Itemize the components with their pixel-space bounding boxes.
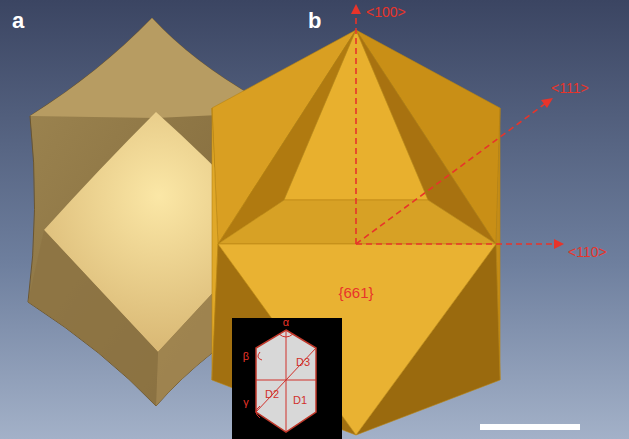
direction-label: <100> bbox=[366, 5, 406, 19]
arrow-heads bbox=[351, 4, 564, 249]
direction-label: <111> bbox=[551, 81, 589, 95]
direction-label: <110> bbox=[568, 245, 607, 259]
scale-bar bbox=[480, 424, 580, 430]
panel-letter: a bbox=[12, 10, 24, 32]
facet-label: {661} bbox=[338, 285, 373, 300]
angle-label: β bbox=[243, 351, 249, 362]
panel-letter: b bbox=[308, 10, 321, 32]
direction-arrows bbox=[356, 12, 556, 244]
dimension-label: D3 bbox=[296, 357, 310, 368]
angle-label: α bbox=[283, 317, 289, 328]
inset-projection bbox=[232, 318, 342, 439]
angle-label: γ bbox=[243, 397, 249, 408]
dimension-label: D1 bbox=[293, 395, 307, 406]
dimension-label: D2 bbox=[265, 389, 279, 400]
